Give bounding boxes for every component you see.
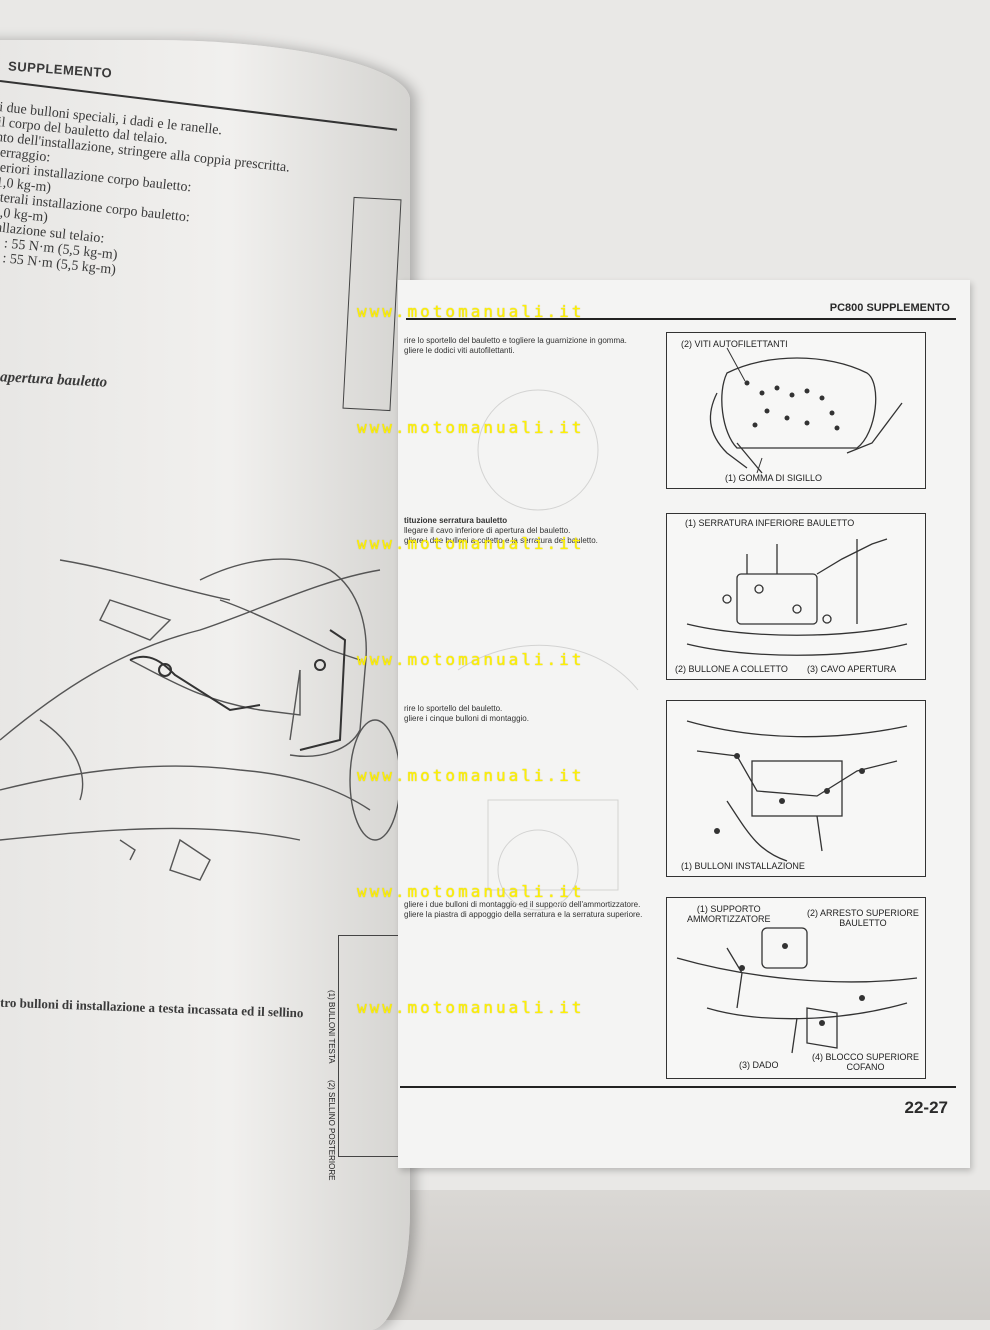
figure-3: (1) BULLONI INSTALLAZIONE [666, 700, 926, 877]
figure-label: (4) BLOCCO SUPERIORE COFANO [812, 1052, 920, 1072]
figure-label: (3) DADO [739, 1060, 779, 1070]
callout-label: (2) SELLINO POSTERIORE [327, 1080, 336, 1181]
step-4: gliere i due bulloni di montaggio ed il … [404, 900, 642, 920]
left-bottom-figure [338, 935, 402, 1157]
footer-rule [400, 1086, 956, 1088]
lower-lock-drawing [686, 538, 908, 656]
mounting-bolts-drawing [686, 720, 908, 862]
figure-label: (2) ARRESTO SUPERIORE BAULETTO [807, 908, 919, 928]
step-line: rire lo sportello del bauletto. [404, 704, 503, 713]
step-line: gliere i due bulloni di montaggio ed il … [404, 900, 641, 909]
motorcycle-illustration [0, 558, 400, 881]
figure-label: (2) VITI AUTOFILETTANTI [681, 339, 788, 349]
figure-label: (1) SUPPORTO AMMORTIZZATORE [687, 904, 771, 924]
step-line: rire lo sportello del bauletto e toglier… [404, 336, 627, 345]
step-3: rire lo sportello del bauletto. gliere i… [404, 704, 529, 724]
watermark: www.motomanuali.it [357, 302, 585, 321]
page-number: 22-27 [904, 1098, 948, 1117]
figure-1: (2) VITI AUTOFILETTANTI (1) GOMMA DI SIG… [666, 332, 926, 489]
watermark: www.motomanuali.it [357, 998, 585, 1017]
figure-label: (1) SERRATURA INFERIORE BAULETTO [685, 518, 855, 528]
step-2: tituzione serratura bauletto llegare il … [404, 516, 598, 546]
figure-2: (1) SERRATURA INFERIORE BAULETTO (2) BUL… [666, 513, 926, 680]
step-1: rire lo sportello del bauletto e toglier… [404, 336, 627, 356]
watermark: www.motomanuali.it [357, 418, 585, 437]
watermark: www.motomanuali.it [357, 766, 585, 785]
right-page: PC800 SUPPLEMENTO rire lo sportello del … [398, 280, 970, 1168]
watermark: www.motomanuali.it [357, 534, 585, 553]
figure-label: (1) BULLONI INSTALLAZIONE [681, 861, 805, 871]
callout-label: (1) BULLONI TESTA [327, 990, 336, 1064]
left-page-text: i due bulloni speciali, i dadi e le rane… [0, 100, 328, 299]
watermark: www.motomanuali.it [357, 650, 585, 669]
figure-4: (1) SUPPORTO AMMORTIZZATORE (2) ARRESTO … [666, 897, 926, 1079]
step-line: gliere i due bulloni a colletto e la ser… [404, 536, 598, 545]
right-page-header: PC800 SUPPLEMENTO [829, 302, 950, 314]
watermark: www.motomanuali.it [357, 882, 585, 901]
figure-label: (1) GOMMA DI SIGILLO [725, 473, 823, 483]
upper-stop-drawing [676, 927, 918, 1054]
step-line: gliere la piastra di appoggio della serr… [404, 910, 643, 919]
figure-label: (3) CAVO APERTURA [807, 664, 897, 674]
step-title: tituzione serratura bauletto [404, 516, 508, 525]
step-line: llegare il cavo inferiore di apertura de… [404, 526, 571, 535]
step-line: gliere le dodici viti autofilettanti. [404, 346, 515, 355]
tailbox-lid-drawing [709, 347, 903, 474]
bleed-through-drawing [457, 389, 639, 911]
header-rule [406, 318, 956, 320]
figure-label: (2) BULLONE A COLLETTO [675, 664, 788, 674]
left-page [0, 40, 410, 1330]
step-line: gliere i cinque bulloni di montaggio. [404, 714, 529, 723]
